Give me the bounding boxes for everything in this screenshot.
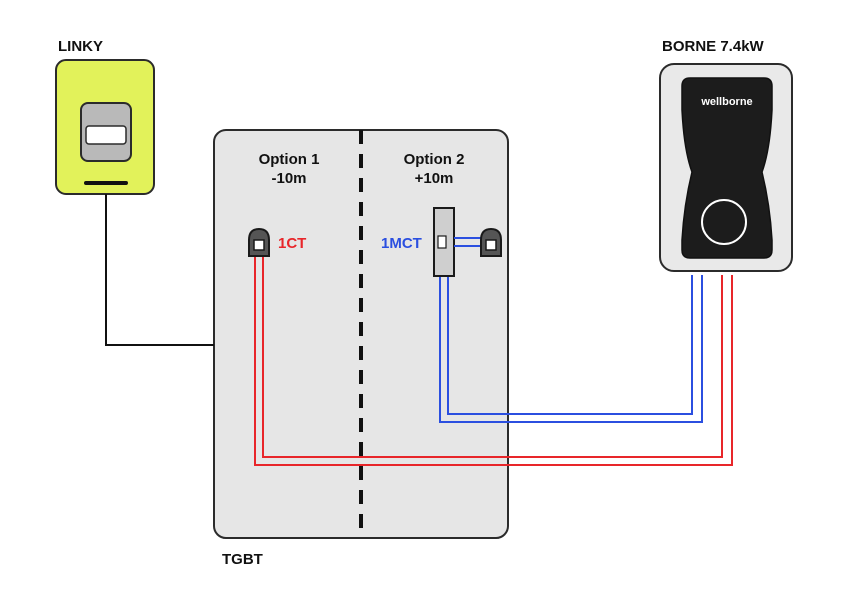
ev-charger: wellborne	[659, 63, 793, 272]
mct-label: 1MCT	[381, 235, 422, 252]
option1-distance: -10m	[271, 170, 306, 187]
charger-ring-icon	[701, 199, 747, 245]
mct-clamp-icon	[480, 227, 502, 257]
blue-wire-inner	[447, 275, 693, 415]
option1-title: Option 1	[259, 151, 320, 168]
charger-brand-logo: wellborne	[700, 96, 752, 108]
linky-cable	[105, 194, 214, 346]
borne-label: BORNE 7.4kW	[662, 38, 765, 55]
red-wire-inner	[254, 257, 733, 466]
ct-label: 1CT	[278, 235, 306, 252]
ct-clamp-icon	[248, 227, 270, 257]
red-wire-outer	[262, 257, 723, 458]
linky-label: LINKY	[58, 38, 103, 55]
linky-screen	[85, 125, 127, 145]
blue-wire-outer	[439, 275, 703, 423]
mct-module-icon	[433, 207, 482, 277]
option2-distance: +10m	[415, 170, 454, 187]
tgbt-label: TGBT	[222, 551, 263, 568]
option2-title: Option 2	[404, 151, 465, 168]
